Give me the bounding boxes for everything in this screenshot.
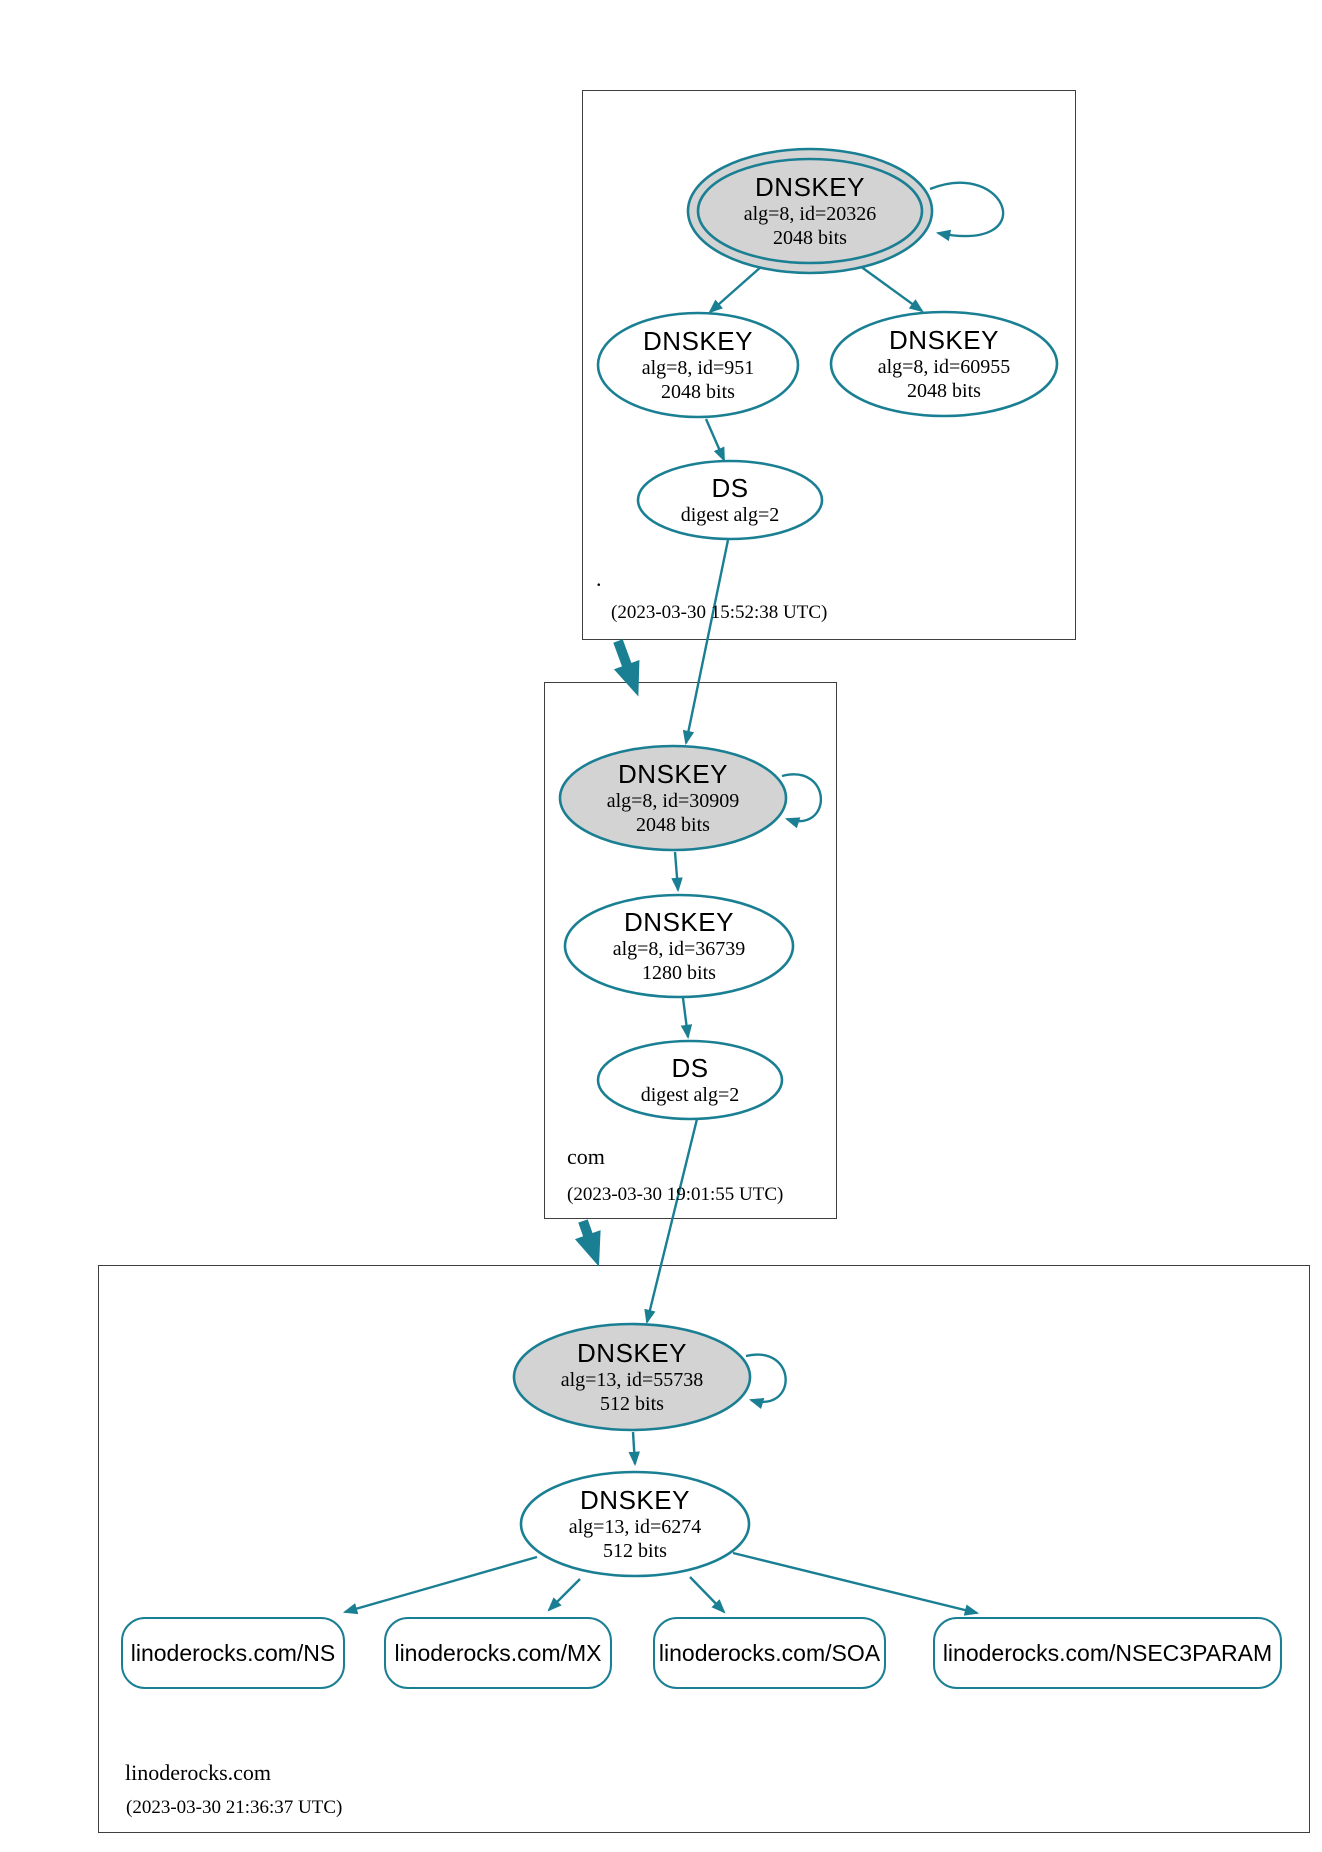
zone-timestamp-root: (2023-03-30 15:52:38 UTC) — [611, 602, 828, 623]
edge-zsk951-to-ds — [704, 418, 726, 462]
rrset-ns-label: linoderocks.com/NS — [130, 1639, 336, 1666]
node-com-ksk[interactable] — [558, 744, 788, 852]
node-com-zsk[interactable] — [563, 893, 795, 999]
node-root-ksk-outer-ring[interactable] — [686, 147, 934, 275]
edge-linoderocks-ksk-to-zsk — [628, 1431, 640, 1467]
delegation-arrow-com-to-linoderocks — [574, 1219, 601, 1267]
rrset-mx-label: linoderocks.com/MX — [394, 1639, 602, 1666]
edge-zsk-to-rrset-mx — [547, 1578, 581, 1612]
edge-root-ksk-to-zsk951 — [708, 265, 763, 314]
node-root-zsk951[interactable] — [596, 311, 800, 419]
delegation-arrow-root-to-com — [613, 639, 640, 697]
self-sign-loop-root-ksk — [929, 181, 1005, 242]
node-linoderocks-zsk[interactable] — [519, 1470, 751, 1578]
node-root-ds[interactable] — [636, 459, 824, 541]
node-root-ksk-inner-ring — [696, 157, 924, 265]
zone-timestamp-com: (2023-03-30 19:01:55 UTC) — [567, 1184, 784, 1205]
edge-com-zsk-to-ds — [680, 997, 693, 1040]
zone-box-root — [582, 90, 1076, 640]
edge-zsk-to-rrset-nsec3param — [732, 1551, 980, 1616]
zone-box-linoderocks — [98, 1265, 1310, 1833]
zone-label-root: . — [596, 566, 602, 591]
rrset-mx[interactable]: linoderocks.com/MX — [384, 1617, 612, 1689]
zone-box-com — [544, 682, 837, 1219]
zone-label-com: com — [567, 1144, 605, 1169]
rrset-soa-label: linoderocks.com/SOA — [658, 1639, 881, 1666]
node-root-zsk60955[interactable] — [829, 310, 1059, 418]
edge-root-ksk-to-zsk60955 — [859, 265, 924, 313]
edge-com-ksk-to-zsk — [671, 851, 683, 893]
node-linoderocks-ksk[interactable] — [512, 1322, 752, 1432]
self-sign-loop-com-ksk — [781, 773, 823, 829]
rrset-nsec3param-label: linoderocks.com/NSEC3PARAM — [942, 1639, 1273, 1666]
edge-zsk-to-rrset-soa — [689, 1576, 726, 1614]
ds-link-root-to-com-ksk — [682, 539, 730, 746]
rrset-ns[interactable]: linoderocks.com/NS — [121, 1617, 345, 1689]
edge-zsk-to-rrset-ns — [342, 1555, 538, 1615]
rrset-nsec3param[interactable]: linoderocks.com/NSEC3PARAM — [933, 1617, 1282, 1689]
zone-timestamp-linoderocks: (2023-03-30 21:36:37 UTC) — [126, 1797, 343, 1818]
ds-link-com-to-linoderocks-ksk — [644, 1118, 699, 1325]
self-sign-loop-linoderocks-ksk — [745, 1353, 787, 1410]
rrset-soa[interactable]: linoderocks.com/SOA — [653, 1617, 886, 1689]
node-com-ds[interactable] — [596, 1039, 784, 1121]
zone-label-linoderocks: linoderocks.com — [125, 1760, 272, 1785]
